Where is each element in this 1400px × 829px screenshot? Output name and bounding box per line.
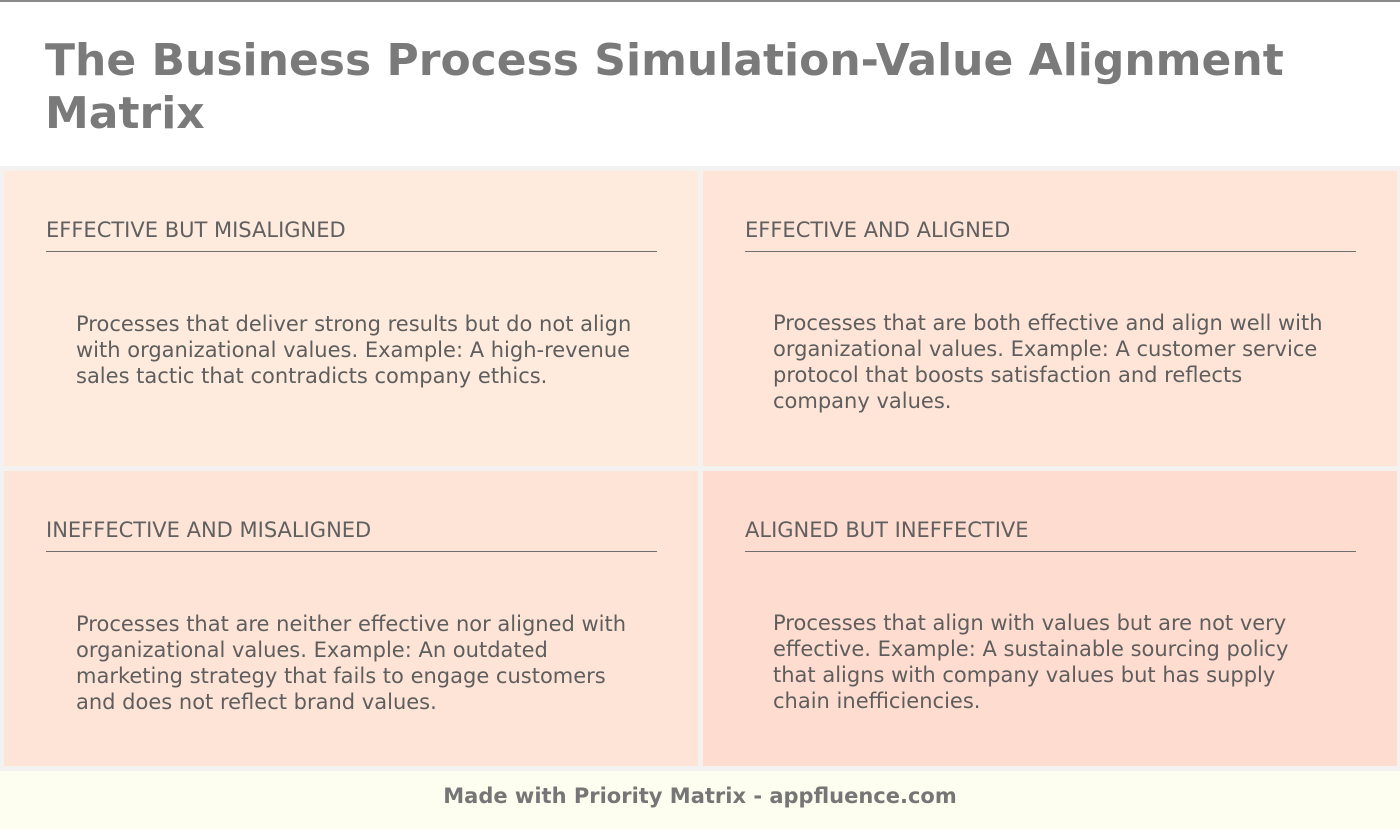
quadrant-description: Processes that are both effective and al… [773,311,1323,413]
quadrant-heading: EFFECTIVE BUT MISALIGNED [46,217,657,252]
quadrant-description: Processes that deliver strong results bu… [76,312,632,388]
quadrant-aligned-but-ineffective: ALIGNED BUT INEFFECTIVE Processes that a… [703,471,1397,766]
top-border [0,0,1400,2]
quadrant-description: Processes that are neither effective nor… [76,612,627,714]
quadrant-ineffective-and-misaligned: INEFFECTIVE AND MISALIGNED Processes tha… [4,471,698,766]
footer-credit: Made with Priority Matrix - appfluence.c… [443,784,957,808]
quadrant-heading: INEFFECTIVE AND MISALIGNED [46,517,657,552]
page-title: The Business Process Simulation-Value Al… [45,35,1284,139]
quadrant-heading: EFFECTIVE AND ALIGNED [745,217,1356,252]
quadrant-description: Processes that align with values but are… [773,611,1289,713]
quadrant-effective-and-aligned: EFFECTIVE AND ALIGNED Processes that are… [703,171,1397,466]
matrix-grid: EFFECTIVE BUT MISALIGNED Processes that … [0,166,1400,771]
quadrant-heading: ALIGNED BUT INEFFECTIVE [745,517,1356,552]
footer: Made with Priority Matrix - appfluence.c… [0,771,1400,829]
quadrant-effective-but-misaligned: EFFECTIVE BUT MISALIGNED Processes that … [4,171,698,466]
header: The Business Process Simulation-Value Al… [0,2,1400,166]
